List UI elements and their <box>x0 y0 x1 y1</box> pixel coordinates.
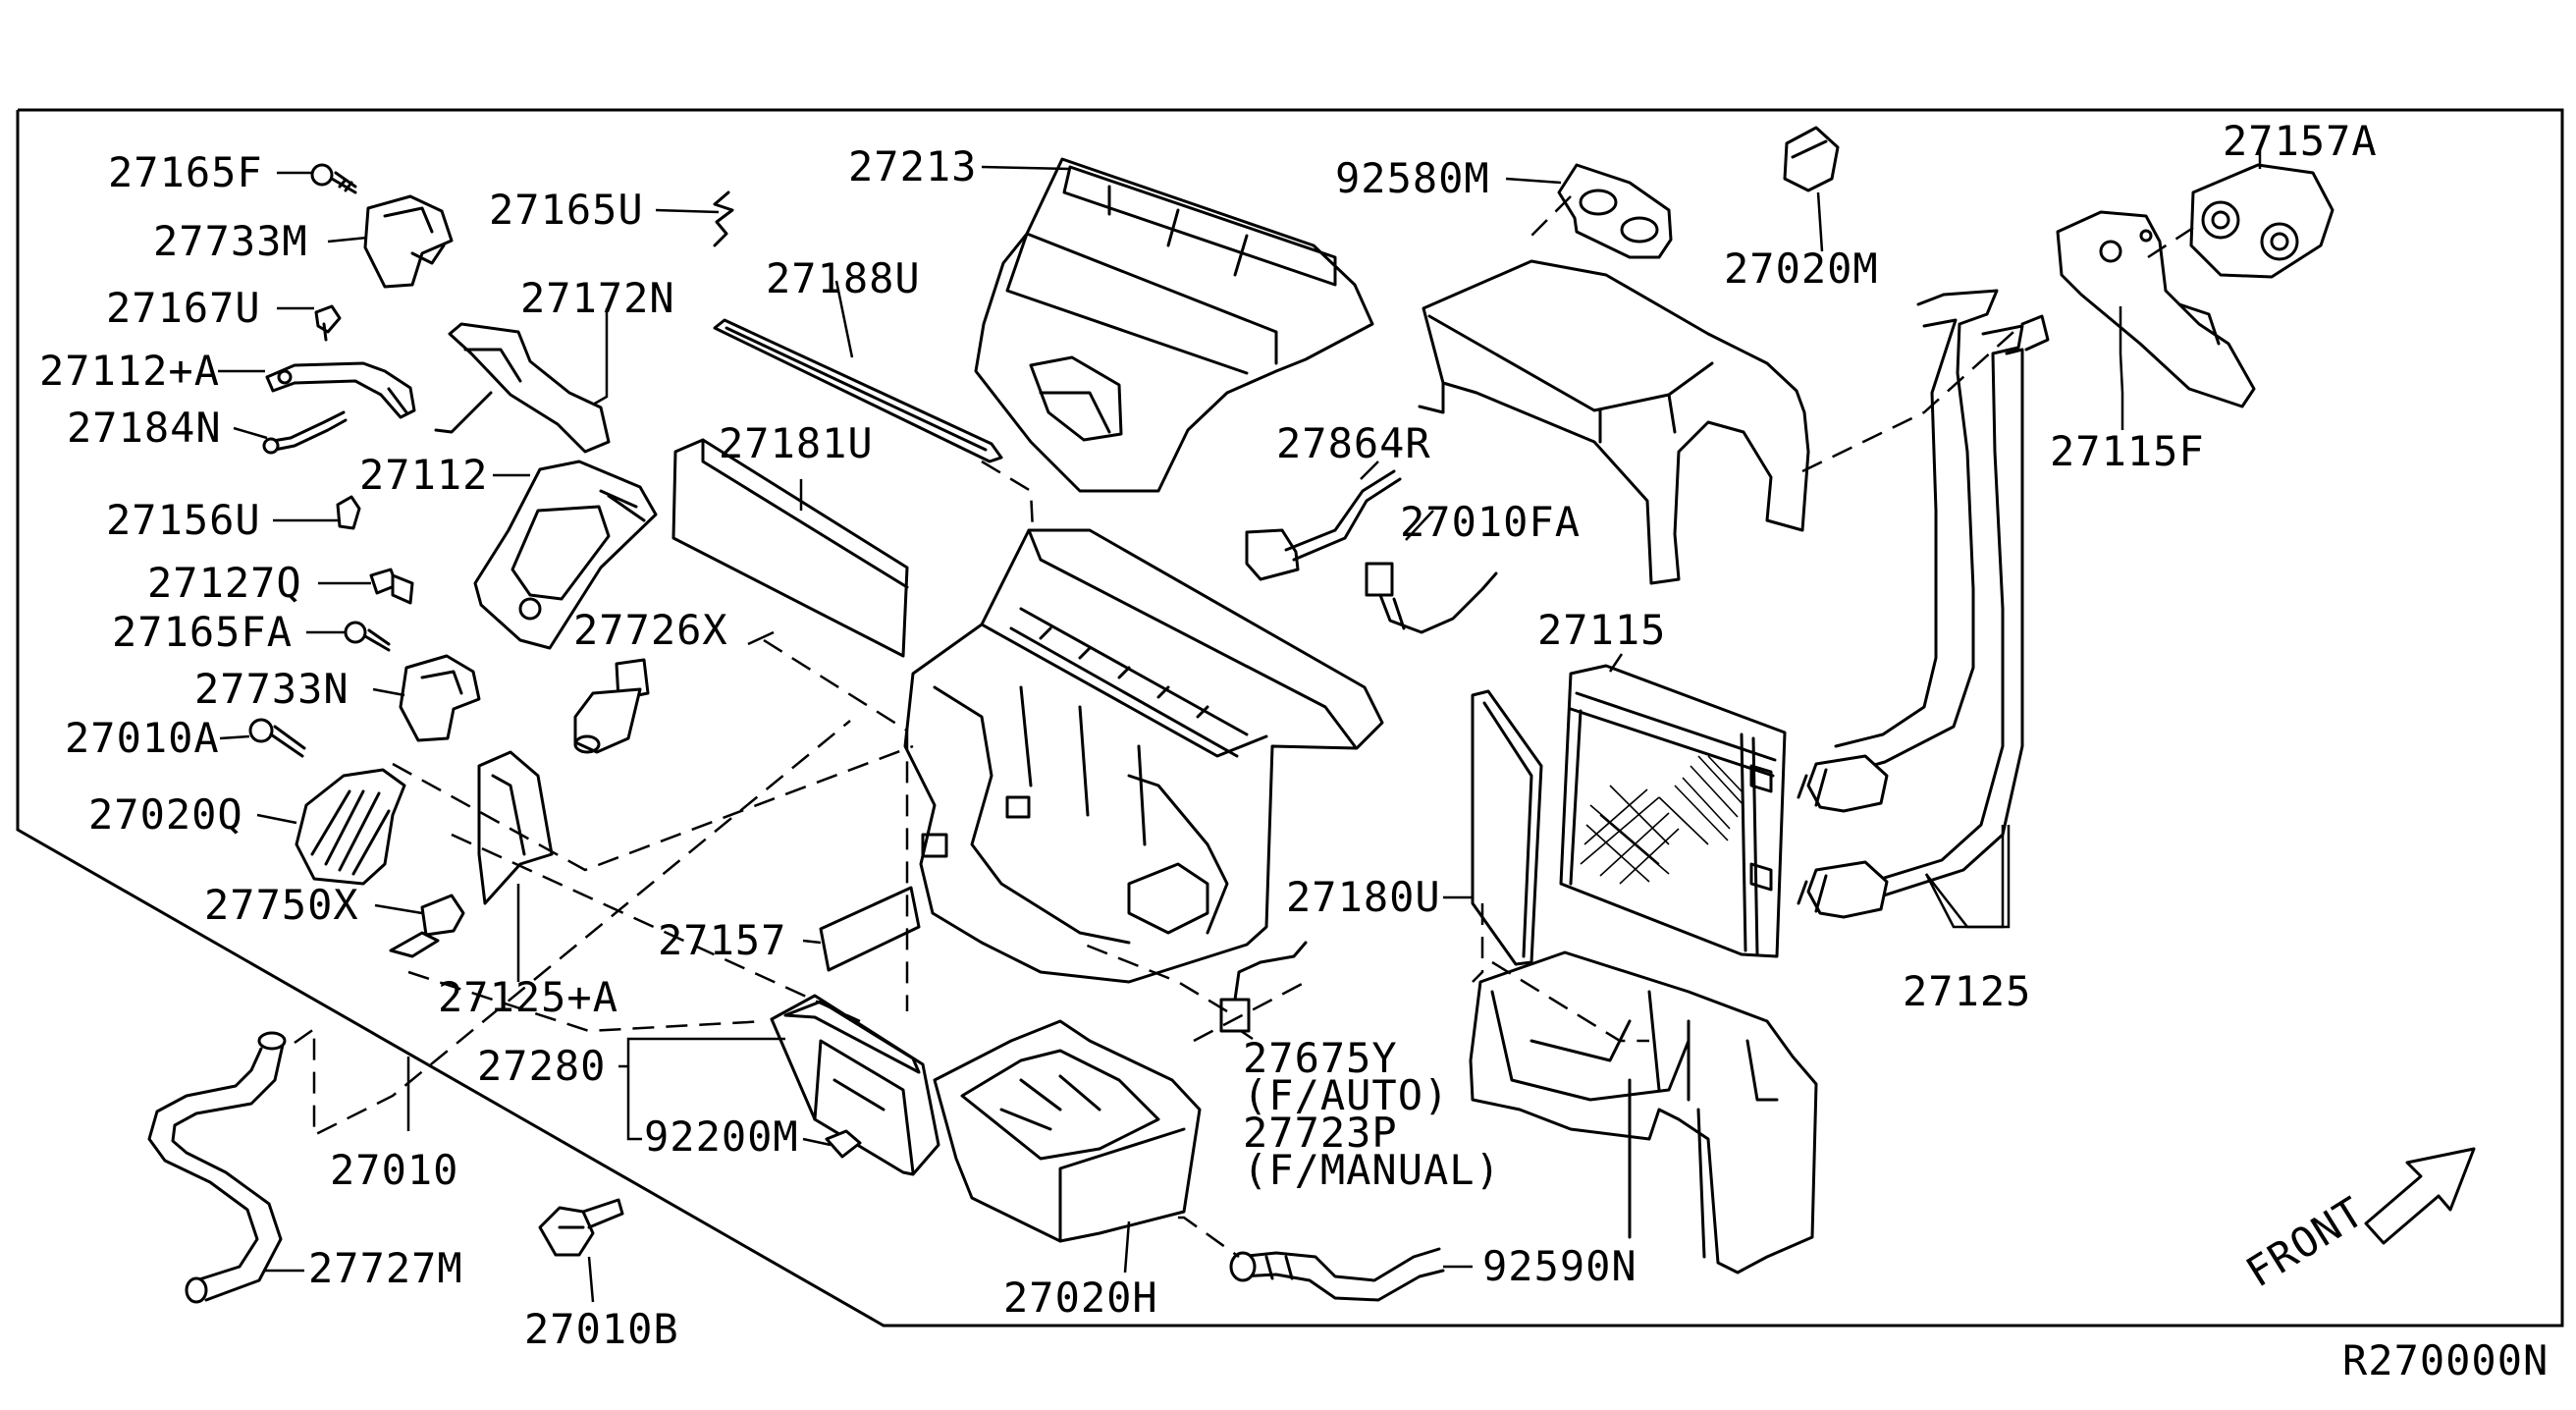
label-27723P-note: (F/MANUAL) <box>1243 1146 1501 1194</box>
diagram-frame <box>16 108 2564 1328</box>
label-27750X: 27750X <box>204 881 359 929</box>
part-main-heater-housing <box>903 528 1384 984</box>
label-27125A: 27125+A <box>438 973 618 1021</box>
part-27127Q-bolt <box>369 568 414 605</box>
label-27675Y-note: (F/AUTO) <box>1243 1071 1449 1119</box>
part-27010FA-sensor <box>1365 562 1498 634</box>
label-27280: 27280 <box>477 1042 606 1090</box>
label-27188U: 27188U <box>766 254 921 302</box>
leader-lines <box>218 149 2262 1303</box>
part-27020H-tray <box>933 1019 1202 1243</box>
label-27112A: 27112+A <box>39 347 220 395</box>
label-27157A: 27157A <box>2223 117 2378 165</box>
label-27010FA: 27010FA <box>1400 498 1581 546</box>
part-27864R-harness <box>1245 469 1402 581</box>
part-labels: 27165F 27733M 27167U 27112+A 27184N 2715… <box>39 117 2549 1384</box>
part-27727M-hose <box>147 1031 287 1304</box>
label-27010: 27010 <box>330 1146 458 1194</box>
part-27112A-link <box>265 361 416 419</box>
part-27165U-clip <box>713 190 734 247</box>
label-27167U: 27167U <box>106 284 261 332</box>
label-27864R: 27864R <box>1276 419 1431 467</box>
label-27127Q: 27127Q <box>147 559 302 607</box>
label-27213: 27213 <box>848 142 977 190</box>
part-27733M-bracket <box>363 194 454 289</box>
part-27165FA-screw <box>344 621 391 652</box>
part-92580M-grommet <box>1557 163 1673 259</box>
part-27010B-bolt <box>538 1198 624 1257</box>
label-27723P: 27723P <box>1243 1109 1398 1157</box>
label-27020Q: 27020Q <box>88 790 243 839</box>
part-27156U-clip <box>336 495 361 530</box>
label-27156U: 27156U <box>106 496 261 544</box>
label-92200M: 92200M <box>644 1112 799 1161</box>
assembly-dashed-lines <box>294 195 2194 1259</box>
part-27125-pipes <box>1797 289 2050 919</box>
label-27115F: 27115F <box>2050 427 2205 475</box>
label-92580M: 92580M <box>1335 154 1490 202</box>
label-27010A: 27010A <box>65 714 220 762</box>
part-27167U-clip <box>314 304 342 342</box>
label-27115: 27115 <box>1537 606 1666 654</box>
label-27184N: 27184N <box>67 404 222 452</box>
label-27675Y: 27675Y <box>1243 1034 1398 1082</box>
part-27112-door <box>473 460 658 650</box>
part-27213-intake <box>974 157 1374 493</box>
label-27181U: 27181U <box>719 419 874 467</box>
label-27165U: 27165U <box>489 186 644 234</box>
part-27280-unit <box>770 994 940 1176</box>
part-27188U-strip <box>713 318 1003 463</box>
label-27020M: 27020M <box>1724 244 1879 293</box>
label-27165F: 27165F <box>108 148 263 196</box>
label-27157: 27157 <box>658 916 786 964</box>
part-upper-duct-cowl <box>1418 259 1810 585</box>
part-27675Y-connector <box>1219 941 1308 1033</box>
part-27157-foam <box>819 886 921 972</box>
part-27157A-grommet <box>2189 163 2334 279</box>
part-27115F-cover <box>2056 210 2256 408</box>
front-label: FRONT <box>2237 1187 2372 1296</box>
label-27112: 27112 <box>359 451 488 499</box>
part-27181U-filter <box>671 438 909 658</box>
part-27165F-screw <box>310 163 357 194</box>
label-27727M: 27727M <box>308 1244 463 1292</box>
part-92200M-clip <box>825 1129 862 1159</box>
label-27172N: 27172N <box>520 274 675 322</box>
label-27010B: 27010B <box>524 1305 679 1353</box>
label-27125: 27125 <box>1903 967 2031 1015</box>
label-27733M: 27733M <box>153 217 308 265</box>
part-27010A-screw <box>248 718 306 758</box>
part-92590N-hose <box>1229 1247 1445 1302</box>
label-27165FA: 27165FA <box>112 608 293 656</box>
label-27726X: 27726X <box>573 606 728 654</box>
label-27020H: 27020H <box>1003 1274 1158 1322</box>
label-27180U: 27180U <box>1286 873 1441 921</box>
part-27733N-bracket <box>399 654 481 742</box>
part-27020Q-grille <box>295 768 406 886</box>
label-92590N: 92590N <box>1482 1242 1637 1290</box>
part-27180U-seal <box>1471 689 1543 966</box>
front-arrow <box>2364 1147 2476 1245</box>
part-lower-case <box>1469 950 1818 1274</box>
part-27125A-duct <box>477 750 554 905</box>
part-27750X-actuator <box>389 894 465 958</box>
part-27726X-sensor <box>573 658 650 754</box>
part-27020M-cap <box>1783 126 1840 192</box>
part-27172N-lever <box>434 322 611 454</box>
part-27115-heater-core <box>1559 664 1787 958</box>
label-27733N: 27733N <box>194 665 349 713</box>
diagram-code: R270000N <box>2342 1336 2549 1384</box>
part-27184N-rod <box>262 410 348 455</box>
